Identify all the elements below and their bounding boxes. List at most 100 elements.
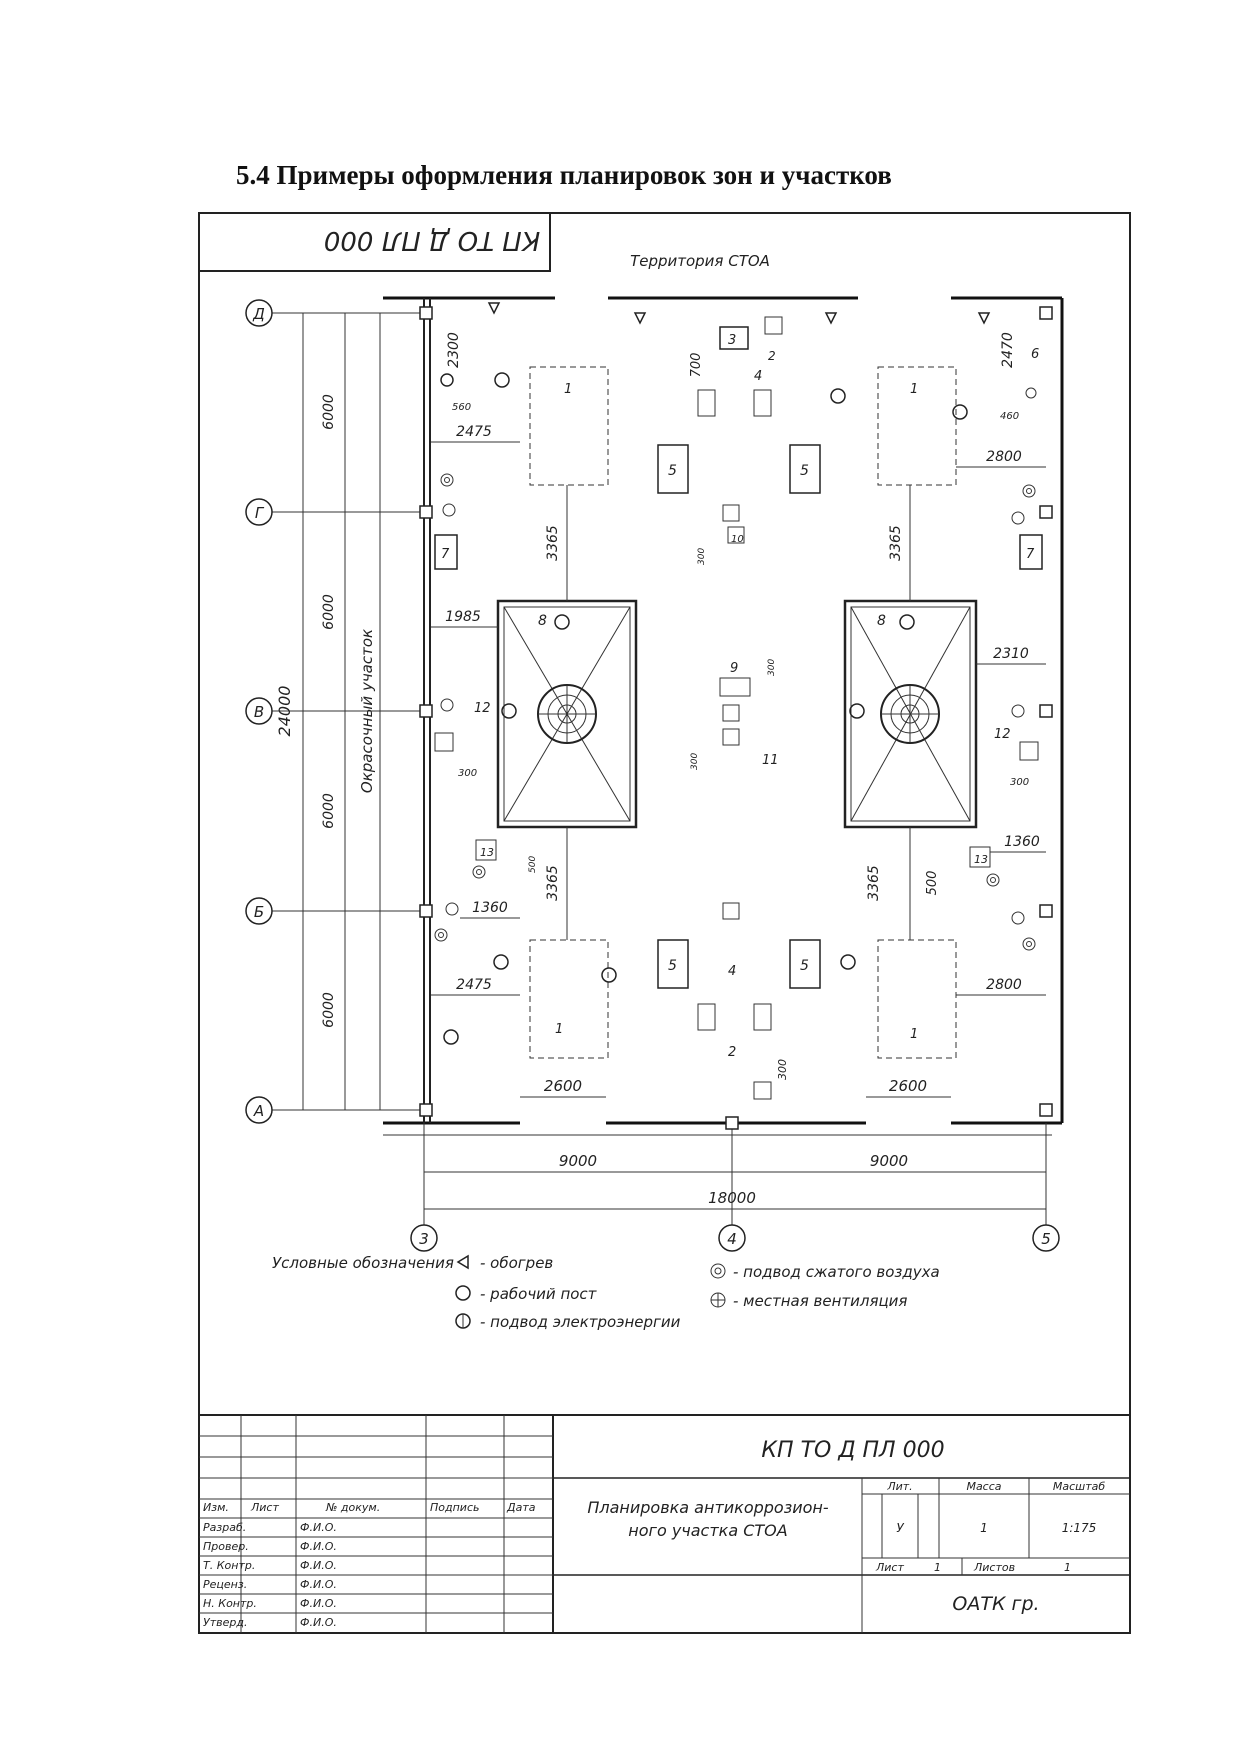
dim-300-b: 300 xyxy=(1010,777,1029,788)
fio-1: Ф.И.О. xyxy=(300,1521,337,1534)
dim-2475-bottom: 2475 xyxy=(456,977,492,993)
dim-300-f: 300 xyxy=(776,1059,789,1080)
booth-number-right: 8 xyxy=(877,613,886,629)
org-name: ОАТК гр. xyxy=(952,1593,1039,1615)
axis-label-row-g: Г xyxy=(255,504,265,522)
row-axes: Д Г В Б А xyxy=(245,299,424,1124)
lit-value: У xyxy=(896,1521,904,1535)
axis-label-row-b: Б xyxy=(254,903,264,921)
spray-booth-left: 8 xyxy=(496,599,638,829)
role-approved: Утверд. xyxy=(203,1616,247,1629)
work-post-bottom-right: 1 xyxy=(877,939,957,1059)
col-header-izm: Изм. xyxy=(203,1501,229,1514)
axis-label-col-3: 3 xyxy=(419,1230,429,1248)
role-developed: Разраб. xyxy=(203,1521,246,1534)
role-reviewer: Реценз. xyxy=(203,1578,247,1591)
dim-row-span-3: 6000 xyxy=(321,793,337,829)
col-header-sign: Подпись xyxy=(430,1501,479,1514)
fio-6: Ф.И.О. xyxy=(300,1616,337,1629)
dim-3365-top-right: 3365 xyxy=(888,525,904,561)
heater-legend-icon xyxy=(456,1254,469,1270)
dim-1985: 1985 xyxy=(445,609,481,625)
dim-row-span-4: 6000 xyxy=(321,992,337,1028)
dim-560: 560 xyxy=(452,402,471,413)
item-number-12-right: 12 xyxy=(994,727,1011,742)
side-cabinet-number: 7 xyxy=(1026,547,1035,562)
dim-2310: 2310 xyxy=(993,646,1029,662)
corner-stamp: КП ТО Д ПЛ 000 xyxy=(198,212,551,272)
dim-total-height: 24000 xyxy=(275,686,294,737)
cabinet-number: 5 xyxy=(668,463,677,479)
dim-half-width-left: 9000 xyxy=(559,1152,597,1170)
dim-300-d: 300 xyxy=(767,659,777,676)
axis-bubble-row-g xyxy=(245,498,273,526)
cabinet-number: 5 xyxy=(800,958,809,974)
service-symbols xyxy=(434,372,1037,1045)
dim-row-span-2: 6000 xyxy=(321,594,337,630)
role-checked: Провер. xyxy=(203,1540,249,1553)
legend-item-work-post: - рабочий пост xyxy=(480,1285,598,1303)
fio-5: Ф.И.О. xyxy=(300,1597,337,1610)
col-header-date: Дата xyxy=(506,1501,536,1514)
axis-bubble-row-d xyxy=(245,299,273,327)
cabinet-number: 5 xyxy=(800,463,809,479)
fio-3: Ф.И.О. xyxy=(300,1559,337,1572)
work-post-top-right: 1 xyxy=(877,366,957,486)
scale-label: Масштаб xyxy=(1053,1480,1105,1493)
dim-3365-bottom-right: 3365 xyxy=(866,865,882,901)
table-cabinets: 5 5 5 5 xyxy=(657,444,821,989)
dim-2800-bottom: 2800 xyxy=(986,977,1022,993)
dim-2475-top: 2475 xyxy=(456,424,492,440)
dim-500-small: 500 xyxy=(528,856,538,873)
work-post-number: 1 xyxy=(910,1027,918,1042)
lit-label: Лит. xyxy=(886,1480,912,1493)
title-line-1: Планировка антикоррозион- xyxy=(587,1498,829,1517)
item-number-9: 9 xyxy=(730,661,738,676)
axis-bubble-col-5 xyxy=(1032,1224,1060,1252)
dim-door-right: 2600 xyxy=(889,1077,927,1095)
role-tech-control: Т. Контр. xyxy=(203,1559,255,1572)
dim-300-e: 300 xyxy=(690,753,700,770)
dim-2470: 2470 xyxy=(1000,332,1016,368)
work-post-legend-icon xyxy=(455,1285,471,1301)
work-post-number: 1 xyxy=(564,382,572,397)
title-block: КП ТО Д ПЛ 000 Планировка антикоррозион-… xyxy=(198,1414,1131,1634)
item-number-2-top: 2 xyxy=(768,349,776,363)
axis-bubble-row-a xyxy=(245,1096,273,1124)
legend-item-compressed-air: - подвод сжатого воздуха xyxy=(733,1263,940,1281)
side-cabinets: 7 7 xyxy=(434,534,1043,570)
legend-title: Условные обозначения xyxy=(272,1254,454,1272)
work-post-bottom-left: 1 xyxy=(529,939,609,1059)
item-number-13-right: 13 xyxy=(974,853,988,866)
item-number-6: 6 xyxy=(1031,347,1039,362)
compressed-air-legend-icon-inner xyxy=(714,1267,722,1275)
axis-bubble-row-b xyxy=(245,897,273,925)
dim-2800-top: 2800 xyxy=(986,449,1022,465)
dim-1360-left: 1360 xyxy=(472,900,508,916)
dim-1360-right: 1360 xyxy=(1004,834,1040,850)
work-post-number: 1 xyxy=(910,382,918,397)
item-number-11: 11 xyxy=(762,753,779,768)
interior-dimensions: 2300 700 2470 560 460 2475 2800 3365 336… xyxy=(431,332,1046,1080)
axis-label-col-4: 4 xyxy=(727,1230,737,1248)
work-post-top-left: 1 xyxy=(529,366,609,486)
legend-item-power: - подвод электроэнергии xyxy=(480,1313,681,1331)
sheet-value: 1 xyxy=(934,1561,941,1574)
dim-3365-bottom-left: 3365 xyxy=(545,865,561,901)
dim-row-span-1: 6000 xyxy=(321,394,337,430)
legend: Условные обозначения - обогрев - рабочий… xyxy=(272,1254,940,1331)
item-number-3: 3 xyxy=(728,333,736,348)
item-number-12-left: 12 xyxy=(474,701,491,716)
columns-pillars xyxy=(419,306,1053,1130)
page-heading: 5.4 Примеры оформления планировок зон и … xyxy=(236,160,892,190)
item-number-2-bottom: 2 xyxy=(728,1045,736,1060)
column-axes: 3 4 5 xyxy=(410,1123,1060,1252)
item-number-10: 10 xyxy=(731,534,744,545)
dim-2300: 2300 xyxy=(446,332,462,368)
sheet-label: Лист xyxy=(875,1561,904,1574)
work-post-number: 1 xyxy=(555,1022,563,1037)
dim-300-a: 300 xyxy=(458,768,477,779)
axis-bubble-row-v xyxy=(245,697,273,725)
heater-symbols xyxy=(487,302,991,325)
cabinet-number: 5 xyxy=(668,958,677,974)
